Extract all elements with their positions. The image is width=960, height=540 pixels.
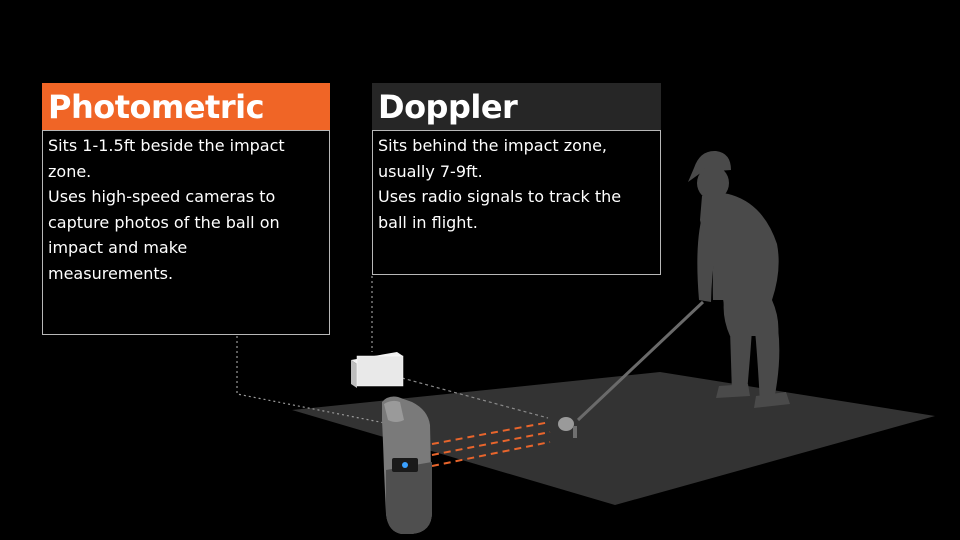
- photometric-line-2: zone.: [48, 161, 92, 181]
- photometric-line-1: Sits 1-1.5ft beside the impact: [48, 136, 285, 155]
- photometric-camera-beams: [431, 421, 551, 467]
- doppler-title: Doppler: [372, 83, 661, 131]
- photometric-description: Sits 1-1.5ft beside the impact zone. Use…: [42, 130, 330, 335]
- photometric-launch-monitor-icon: [382, 396, 432, 534]
- doppler-description: Sits behind the impact zone, usually 7-9…: [372, 130, 661, 275]
- photometric-title: Photometric: [42, 83, 330, 131]
- doppler-radar-unit-icon: [351, 352, 404, 388]
- photometric-line-5: impact and make: [48, 238, 188, 257]
- photometric-line-4: capture photos of the ball on: [48, 212, 280, 232]
- doppler-signal-line: [401, 377, 549, 419]
- golfer-silhouette-icon: [688, 150, 790, 408]
- doppler-line-3: Uses radio signals to track the: [378, 187, 622, 206]
- photometric-leader-line: [236, 336, 391, 425]
- photometric-line-6: measurements.: [48, 263, 174, 283]
- golf-ball-on-tee-icon: [558, 417, 577, 438]
- doppler-line-2: usually 7-9ft.: [378, 161, 483, 181]
- doppler-line-1: Sits behind the impact zone,: [378, 136, 608, 155]
- photometric-line-3: Uses high-speed cameras to: [48, 187, 276, 206]
- golf-club-shaft: [576, 300, 705, 422]
- doppler-line-4: ball in flight.: [378, 212, 478, 232]
